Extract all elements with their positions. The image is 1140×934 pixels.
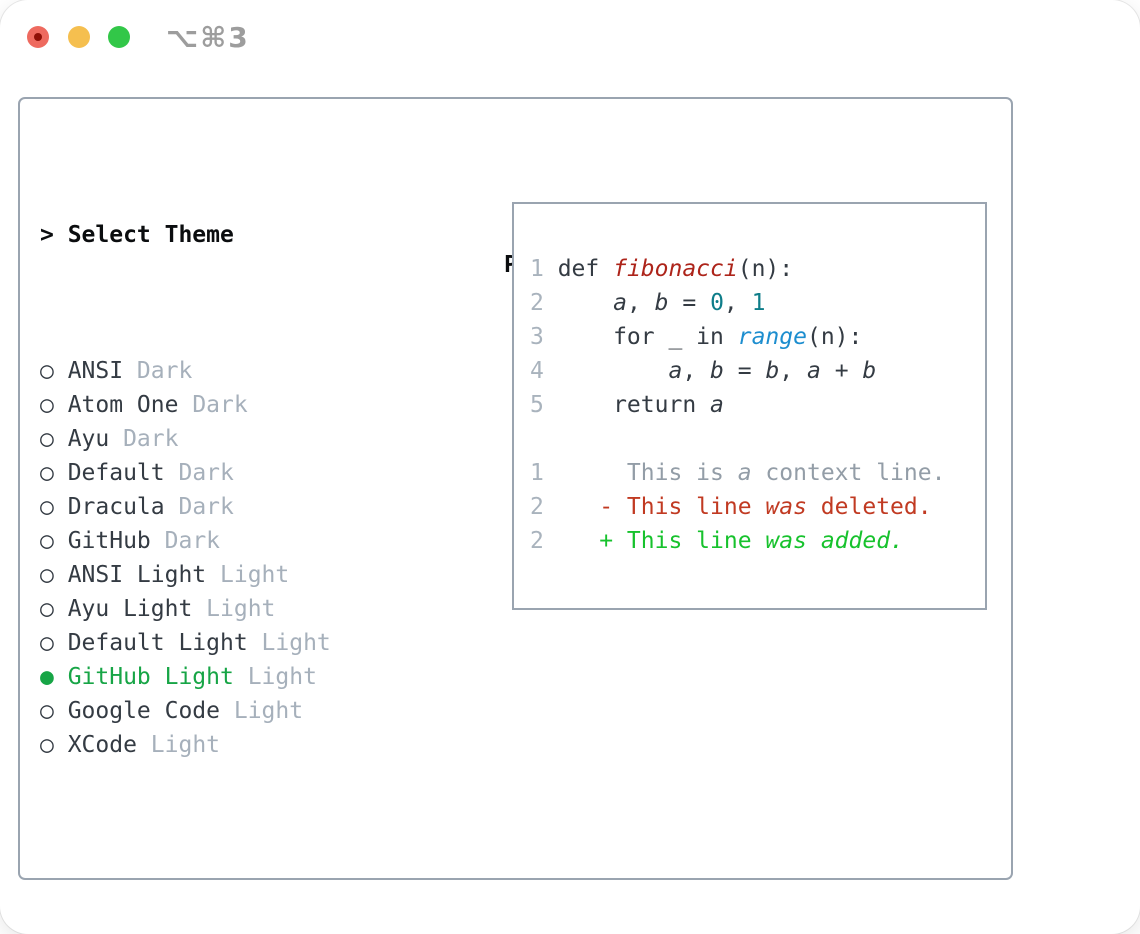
code-line: 2 + This line was added. [530, 524, 985, 558]
theme-variant: Dark [192, 392, 248, 418]
theme-variant: Light [247, 664, 317, 690]
line-number: 2 [530, 528, 544, 554]
theme-name: ANSI Light [67, 562, 207, 588]
titlebar: ⌥⌘3 [0, 0, 1140, 75]
theme-name: ANSI [67, 358, 124, 384]
line-number [530, 422, 544, 456]
code-line [530, 422, 985, 456]
radio-marker-icon: ○ [40, 732, 54, 758]
cursor-marker-icon: > [40, 222, 54, 248]
line-number: 1 [530, 256, 544, 282]
theme-option-ansi-light[interactable]: ○ ANSI Light Light [40, 558, 428, 592]
theme-variant: Dark [178, 460, 234, 486]
theme-variant: Dark [178, 494, 234, 520]
radio-marker-icon: ○ [40, 494, 54, 520]
select-theme-header: > Select Theme [40, 218, 428, 252]
theme-option-default[interactable]: ○ Default Dark [40, 456, 428, 490]
theme-option-ayu[interactable]: ○ Ayu Dark [40, 422, 428, 456]
close-button[interactable] [27, 26, 49, 48]
line-number: 2 [530, 290, 544, 316]
theme-name: Default Light [67, 630, 248, 656]
radio-marker-icon: ○ [40, 392, 54, 418]
theme-name: Ayu Light [67, 596, 193, 622]
radio-marker-icon: ○ [40, 630, 54, 656]
theme-option-default-light[interactable]: ○ Default Light Light [40, 626, 428, 660]
minimize-button[interactable] [68, 26, 90, 48]
radio-marker-icon: ○ [40, 562, 54, 588]
spacer [40, 864, 428, 898]
unsaved-dot-icon [34, 33, 42, 41]
code-line: 5 return a [530, 388, 985, 422]
theme-name: Dracula [67, 494, 165, 520]
code-line: 1 def fibonacci(n): [530, 252, 985, 286]
radio-marker-icon: ○ [40, 426, 54, 452]
radio-marker-icon: ○ [40, 358, 54, 384]
theme-option-atom-one[interactable]: ○ Atom One Dark [40, 388, 428, 422]
theme-name: Ayu [67, 426, 110, 452]
radio-marker-icon: ○ [40, 528, 54, 554]
radio-marker-icon: ○ [40, 698, 54, 724]
theme-option-github[interactable]: ○ GitHub Dark [40, 524, 428, 558]
code-line: 3 for _ in range(n): [530, 320, 985, 354]
theme-name: GitHub [67, 528, 151, 554]
select-theme-title: Select Theme [67, 222, 234, 248]
theme-name: Atom One [67, 392, 179, 418]
line-number: 3 [530, 324, 544, 350]
line-number: 5 [530, 392, 544, 418]
theme-option-dracula[interactable]: ○ Dracula Dark [40, 490, 428, 524]
theme-variant: Light [261, 630, 331, 656]
line-number: 1 [530, 460, 544, 486]
theme-variant: Dark [123, 426, 179, 452]
theme-option-github-light[interactable]: ● GitHub Light Light [40, 660, 428, 694]
theme-option-ayu-light[interactable]: ○ Ayu Light Light [40, 592, 428, 626]
radio-marker-icon: ○ [40, 596, 54, 622]
radio-marker-icon: ● [40, 664, 54, 690]
radio-marker-icon: ○ [40, 460, 54, 486]
theme-name: XCode [67, 732, 137, 758]
zoom-button[interactable] [108, 26, 130, 48]
theme-name: Default [67, 460, 165, 486]
theme-variant: Light [233, 698, 304, 724]
theme-variant: Light [206, 596, 276, 622]
code-line: 2 a, b = 0, 1 [530, 286, 985, 320]
code-line: 4 a, b = b, a + b [530, 354, 985, 388]
line-number: 4 [530, 358, 544, 384]
code-line: 1 This is a context line. [530, 456, 985, 490]
line-number: 2 [530, 494, 544, 520]
theme-variant: Light [220, 562, 290, 588]
code-line: 2 - This line was deleted. [530, 490, 985, 524]
theme-name: GitHub Light [67, 664, 234, 690]
theme-variant: Dark [136, 358, 193, 384]
theme-option-ansi[interactable]: ○ ANSI Dark [40, 354, 428, 388]
theme-variant: Dark [164, 528, 221, 554]
theme-option-xcode[interactable]: ○ XCode Light [40, 728, 428, 762]
theme-name: Google Code [67, 698, 221, 724]
theme-option-google-code[interactable]: ○ Google Code Light [40, 694, 428, 728]
theme-variant: Light [150, 732, 221, 758]
window-shortcut-label: ⌥⌘3 [166, 21, 250, 54]
